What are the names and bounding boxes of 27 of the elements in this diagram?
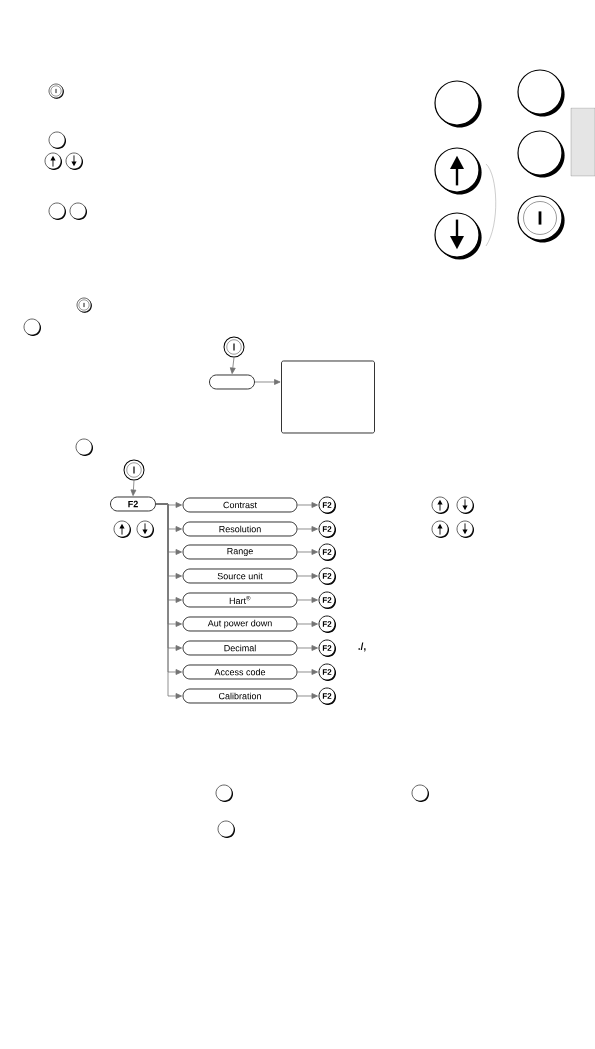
menu-box: Hart$^{®}$ (182, 592, 298, 608)
menu-box: Access code (182, 664, 298, 680)
menu-box: Contrast (182, 497, 298, 513)
menu-box (209, 374, 255, 390)
arrow (297, 597, 318, 603)
arrow (297, 573, 318, 579)
separator-label: ./, (358, 642, 366, 652)
menu-box: F2 (110, 496, 156, 512)
menu-box: Resolution (182, 521, 298, 537)
menu-box: Calibration (182, 688, 298, 704)
power-button-icon (223, 336, 245, 358)
arrow (297, 621, 318, 627)
menu-box: Aut power down (182, 616, 298, 632)
arrow (297, 669, 318, 675)
arrow (297, 502, 318, 508)
arrow (130, 480, 137, 496)
power-button-icon (123, 459, 145, 481)
arrow (254, 379, 281, 385)
arrow (297, 645, 318, 651)
menu-box: Range (182, 544, 298, 560)
menu-box: Decimal (182, 640, 298, 656)
arrow (297, 693, 318, 699)
arrow (297, 549, 318, 555)
menu-box: Source unit (182, 568, 298, 584)
arrow (297, 526, 318, 532)
arrow (229, 357, 236, 374)
display-box (281, 360, 375, 434)
